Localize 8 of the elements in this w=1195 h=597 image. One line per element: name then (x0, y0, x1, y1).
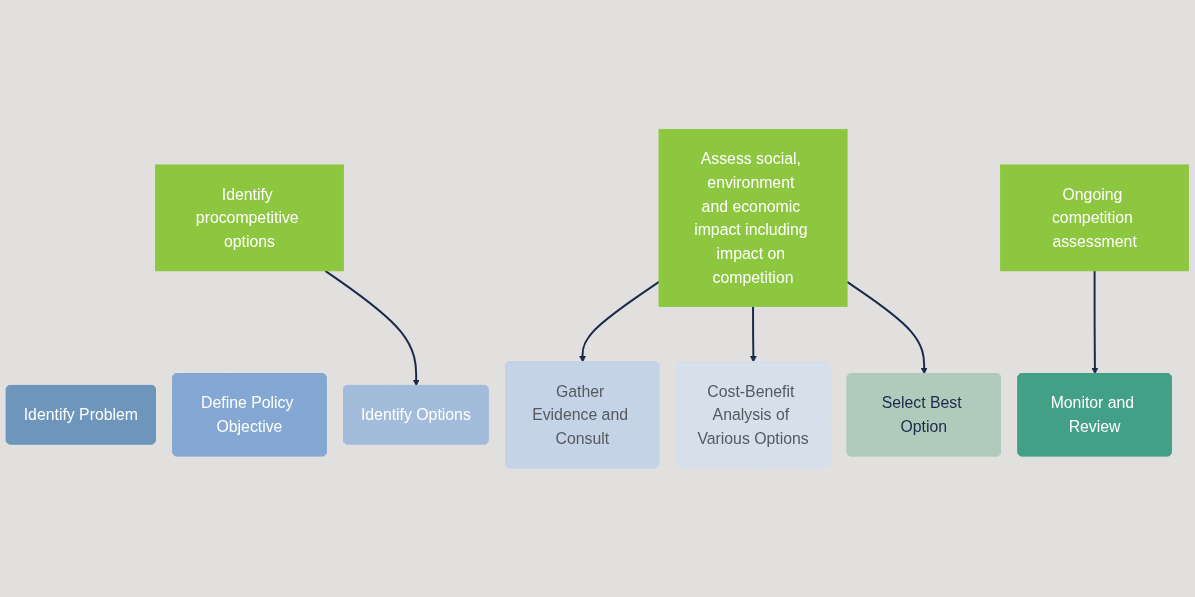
node-box: Identify procompetitive options (154, 164, 344, 272)
arrow (324, 269, 420, 387)
node-box: Ongoing competition assessment (1000, 164, 1190, 272)
arrow (749, 305, 757, 363)
arrow (579, 280, 660, 363)
node-box: Assess social, environment and economic impact including impact on competition (658, 128, 848, 307)
arrow (846, 280, 928, 375)
arrow (1091, 269, 1099, 375)
